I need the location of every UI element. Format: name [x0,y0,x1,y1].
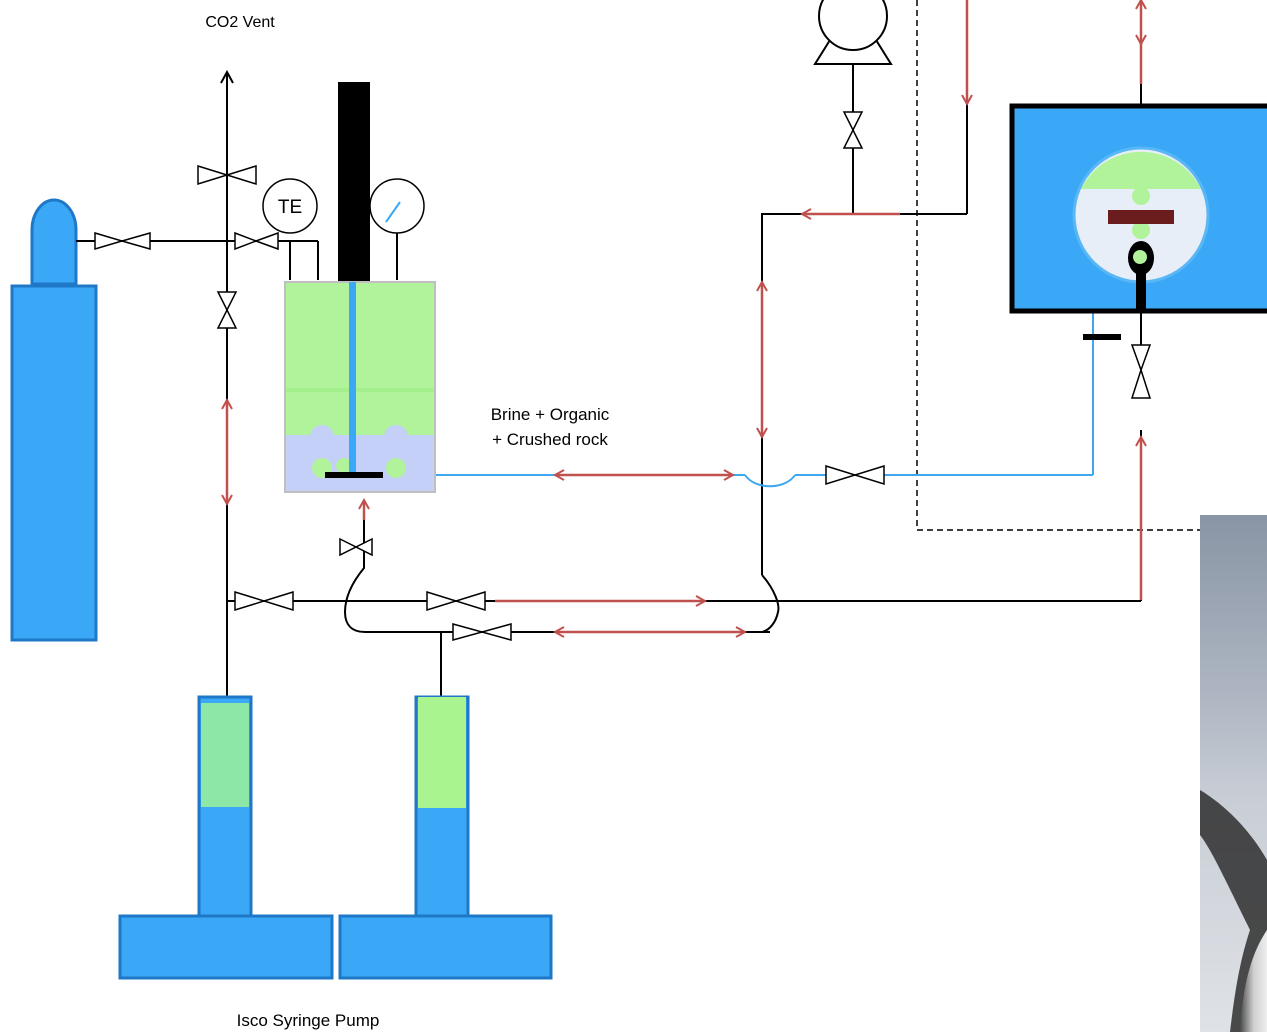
valve-pump2 [453,624,511,640]
vacuum-pump-icon [815,0,891,64]
co2-vent-label: CO2 Vent [205,14,275,31]
te-label: TE [278,197,302,218]
optical-cell [1012,106,1267,340]
valve-branch-mid [427,592,485,610]
valve-cell [1132,345,1150,398]
pump-label: Isco Syringe Pump [237,1011,380,1030]
valve-sample [826,466,884,484]
valve-riser [218,292,236,328]
valves[interactable] [95,112,1150,640]
valve-reactor-bottom [340,539,372,555]
reactor-vessel [285,82,435,492]
temperature-element: TE [263,179,317,233]
reactor-contents-label-line1: Brine + Organic [491,405,610,424]
syringe-pump-left [120,697,332,978]
equipment-render-fragment [1200,515,1267,1032]
valve-header [235,233,278,249]
pressure-gauge-icon [370,179,424,233]
syringe-pump-right [340,697,551,978]
co2-cylinder [12,200,96,640]
valve-vacuum [844,112,862,148]
valve-branch-left [235,592,293,610]
reactor-contents-label-line2: + Crushed rock [492,430,608,449]
valve-cylinder [95,233,150,249]
